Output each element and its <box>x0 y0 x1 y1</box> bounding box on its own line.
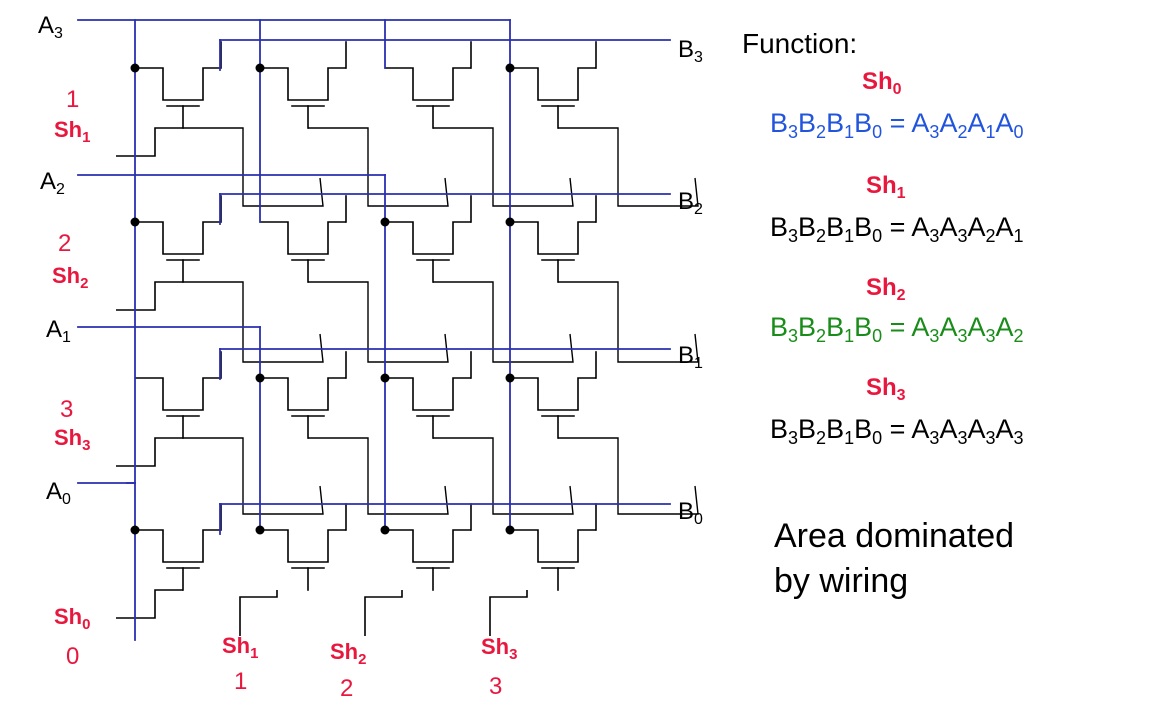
junction-dot <box>130 63 140 73</box>
junction-dot <box>255 63 265 73</box>
junction-dot <box>505 63 515 73</box>
function-title: Function: <box>742 28 858 59</box>
function-0-equation: B3B2B1B0 = A3A2A1A0 <box>770 108 1024 142</box>
input-label-a2: A2 <box>40 168 65 198</box>
junction-dot <box>255 525 265 535</box>
function-3-equation: B3B2B1B0 = A3A3A3A3 <box>770 414 1024 448</box>
control-line-row-3 <box>116 589 183 619</box>
transistor-r3-c0-channel <box>135 529 221 563</box>
output-label-b1: B1 <box>678 342 703 372</box>
input-label-a0: A0 <box>46 478 71 508</box>
area-note: Area dominated by wiring <box>774 514 1014 604</box>
output-label-b0: B0 <box>678 498 703 528</box>
input-label-a3: A3 <box>38 12 63 42</box>
bottom-control-label-sh3: Sh3 <box>481 634 518 663</box>
left-control-number-1: 1 <box>66 86 80 113</box>
transistor-r3-c1-channel <box>260 529 346 563</box>
function-1-heading: Sh1 <box>866 172 906 202</box>
output-label-b3: B3 <box>678 36 703 66</box>
function-2-heading: Sh2 <box>866 274 906 304</box>
function-2-equation: B3B2B1B0 = A3A3A3A2 <box>770 312 1024 346</box>
bottom-control-label-sh2: Sh2 <box>330 639 367 668</box>
junction-dot <box>255 373 265 383</box>
function-0-heading: Sh0 <box>862 68 902 98</box>
function-3-heading: Sh3 <box>866 374 906 404</box>
bottom-control-number-3: 3 <box>489 673 503 700</box>
transistor-r2-c3-channel <box>510 377 596 411</box>
transistor-r1-c0-channel <box>135 221 221 255</box>
left-control-number-0: 0 <box>66 643 80 670</box>
control-stair-r0-c2 <box>433 127 574 207</box>
junction-dot <box>505 217 515 227</box>
junction-dot <box>505 373 515 383</box>
transistor-r2-c0-channel <box>135 377 221 411</box>
control-stair-r2-c2 <box>433 437 574 515</box>
control-stair-r0-c1 <box>308 127 449 207</box>
control-stair-r1-c1 <box>308 281 449 363</box>
control-stair-r0-c3 <box>558 127 699 207</box>
transistor-r0-c0-channel <box>135 67 221 101</box>
control-stair-r2-c1 <box>308 437 449 515</box>
transistor-r2-c1-channel <box>260 377 346 411</box>
control-stair-r0-c0 <box>183 127 324 207</box>
bottom-control-label-sh1: Sh1 <box>222 633 259 662</box>
transistor-r2-c2-channel <box>385 377 471 411</box>
junction-dot <box>380 373 390 383</box>
transistor-r0-c3-channel <box>510 67 596 101</box>
left-control-label-sh2: Sh2 <box>52 263 89 292</box>
control-stair-r2-c0 <box>183 437 324 515</box>
control-stair-r2-c3 <box>558 437 699 515</box>
transistor-r0-c2-channel <box>385 67 471 101</box>
transistor-r1-c1-channel <box>260 221 346 255</box>
control-line-row-0 <box>116 127 183 157</box>
junction-dot <box>380 217 390 227</box>
junction-dot <box>380 525 390 535</box>
transistor-r3-c3-channel <box>510 529 596 563</box>
transistor-r3-c2-channel <box>385 529 471 563</box>
area-note-line-1: Area dominated <box>774 517 1015 555</box>
junction-dot <box>130 525 140 535</box>
control-stair-r1-c2 <box>433 281 574 363</box>
left-control-label-sh1: Sh1 <box>54 117 91 146</box>
barrel-shifter-diagram <box>77 19 699 641</box>
left-control-label-sh3: Sh3 <box>54 425 91 454</box>
junction-dot <box>130 217 140 227</box>
area-note-line-2: by wiring <box>774 561 909 600</box>
control-stair-r1-c3 <box>558 281 699 363</box>
control-line-row-2 <box>116 437 183 467</box>
transistor-r1-c2-channel <box>385 221 471 255</box>
junction-dot <box>505 525 515 535</box>
output-label-b2: B2 <box>678 188 703 218</box>
bottom-control-stub-1 <box>364 590 403 636</box>
left-control-label-sh0: Sh0 <box>54 604 91 633</box>
bottom-control-number-2: 2 <box>340 675 354 702</box>
left-control-number-3: 3 <box>60 396 74 423</box>
bottom-control-number-1: 1 <box>234 668 248 695</box>
bottom-control-stub-0 <box>239 590 278 636</box>
bottom-control-stub-2 <box>489 590 528 636</box>
control-line-row-1 <box>116 281 183 311</box>
input-label-a1: A1 <box>46 316 71 346</box>
control-stair-r1-c0 <box>183 281 324 363</box>
function-1-equation: B3B2B1B0 = A3A3A2A1 <box>770 212 1024 246</box>
left-control-number-2: 2 <box>58 230 72 257</box>
transistor-r1-c3-channel <box>510 221 596 255</box>
transistor-r0-c1-channel <box>260 67 346 101</box>
